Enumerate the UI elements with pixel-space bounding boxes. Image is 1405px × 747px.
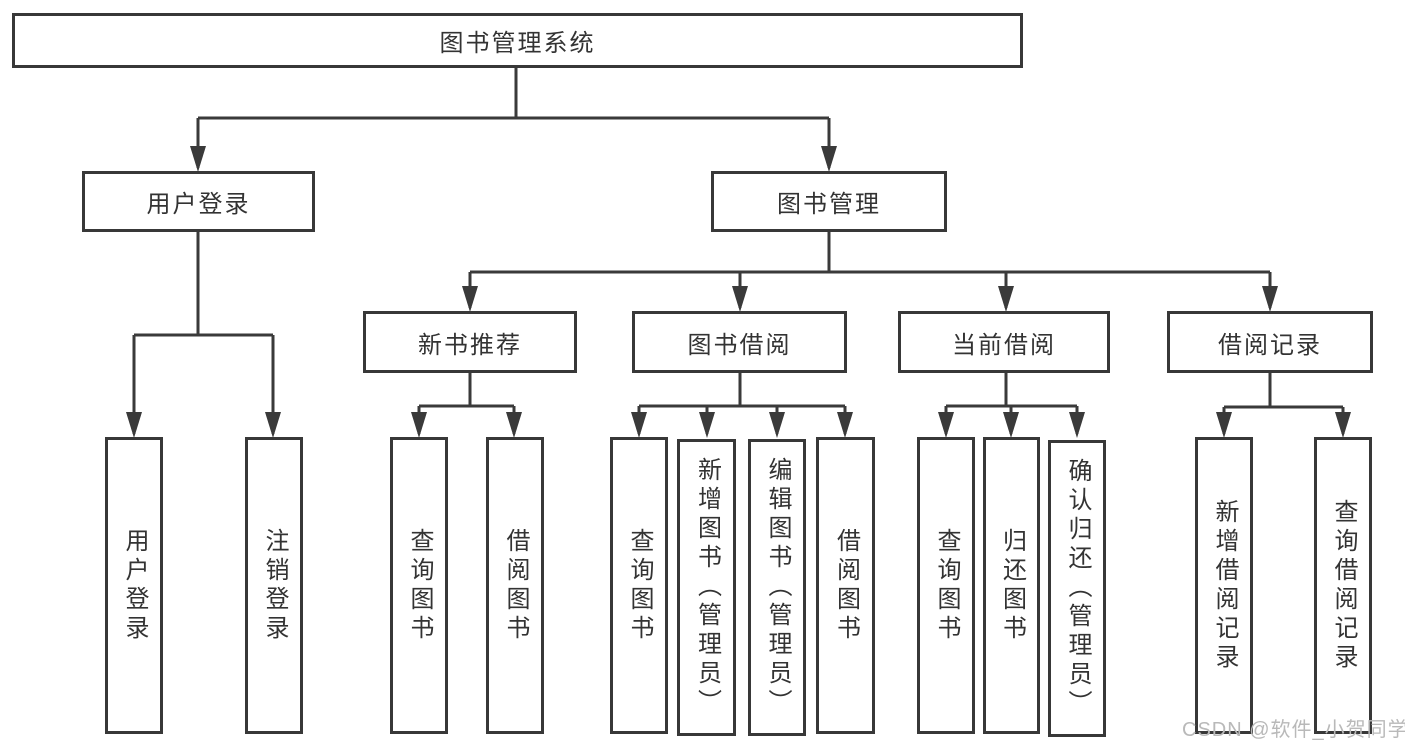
node-borrow-books: 借阅图书 [816, 437, 875, 734]
node-query-books-recommend: 查询图书 [390, 437, 448, 734]
node-return-books: 归还图书 [983, 437, 1040, 734]
node-book-borrowing: 图书借阅 [632, 311, 847, 373]
node-add-books-admin: 新增图书（管理员） [677, 439, 736, 736]
node-query-books-current: 查询图书 [917, 437, 975, 734]
node-library-management-system: 图书管理系统 [12, 13, 1023, 68]
node-book-management-module: 图书管理 [711, 171, 947, 232]
node-new-book-recommendation: 新书推荐 [363, 311, 577, 373]
node-add-borrow-record: 新增借阅记录 [1195, 437, 1253, 734]
node-user-login-module: 用户登录 [82, 171, 315, 232]
node-borrowing-records: 借阅记录 [1167, 311, 1373, 373]
node-edit-books-admin: 编辑图书（管理员） [748, 439, 806, 736]
node-confirm-return-admin: 确认归还（管理员） [1048, 440, 1106, 737]
node-borrow-books-recommend: 借阅图书 [486, 437, 544, 734]
node-query-borrow-record: 查询借阅记录 [1314, 437, 1372, 734]
node-current-borrowing: 当前借阅 [898, 311, 1110, 373]
node-query-books-borrowing: 查询图书 [610, 437, 668, 734]
node-user-login: 用户登录 [105, 437, 163, 734]
arrowheads [126, 146, 1351, 438]
csdn-watermark: CSDN @软件_小贺同学 [1182, 719, 1405, 741]
node-logout-login: 注销登录 [245, 437, 303, 734]
